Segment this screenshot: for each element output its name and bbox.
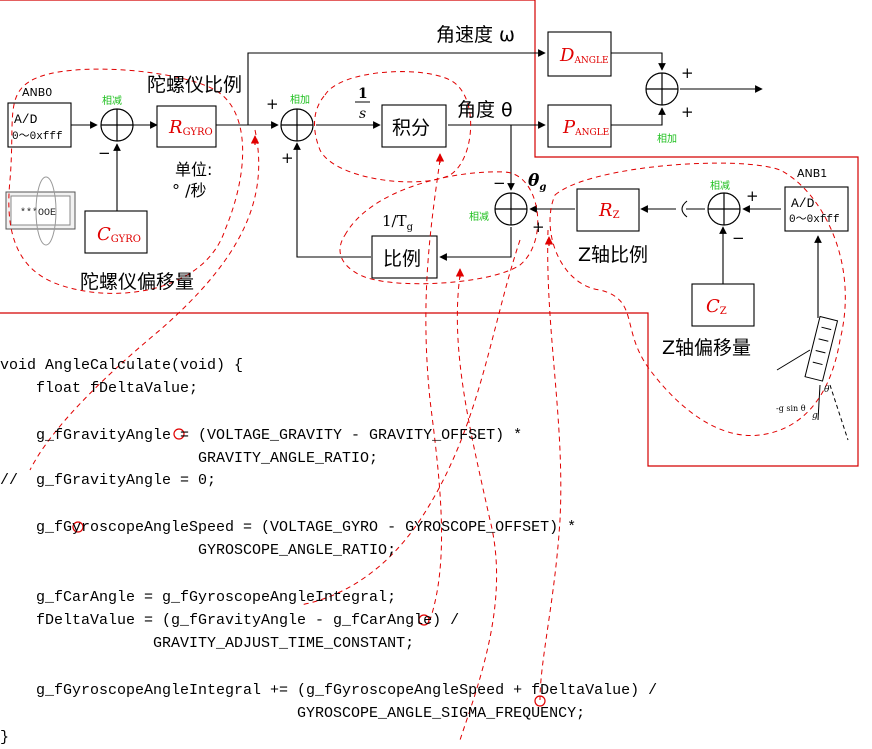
label-unit: 单位: — [175, 160, 212, 179]
code-line: g_fCarAngle = g_fGyroscopeAngleIntegral; — [0, 589, 396, 606]
label-frac-num: 1 — [358, 86, 368, 102]
code-line: GRAVITY_ANGLE_RATIO; — [0, 450, 378, 467]
label-ad-left: A/D — [14, 112, 38, 127]
label-unit-value: ° /秒 — [172, 181, 206, 200]
red-annotations — [8, 68, 846, 741]
left-region-border — [0, 0, 859, 467]
label-c-gyro: CGYRO — [97, 224, 141, 245]
label-minus-2: − — [493, 174, 506, 192]
label-angle: 角度 θ — [457, 99, 513, 121]
code-listing: void AngleCalculate(void) { float fDelta… — [0, 357, 657, 746]
signal-wires — [71, 49, 822, 318]
filter-arc — [681, 200, 688, 218]
label-z-offset: Z轴偏移量 — [662, 337, 751, 359]
label-r-gyro: RGYRO — [168, 117, 213, 138]
label-r-z: RZ — [598, 200, 620, 221]
red-arrowheads — [250, 135, 554, 278]
label-plus-6: + — [746, 187, 759, 205]
label-add-2: 相加 — [657, 132, 677, 145]
summing-junctions — [100, 72, 741, 226]
label-theta-g: θg — [528, 171, 546, 193]
label-ad-range-right: 0～0xfff — [789, 214, 840, 226]
label-add-1: 相加 — [290, 93, 310, 106]
label-theta-small: θ — [824, 385, 830, 395]
label-anb1: ANB1 — [797, 167, 827, 180]
label-plus-3: + — [681, 64, 694, 82]
label-subtract-2: 相减 — [469, 210, 489, 223]
label-minus-1: − — [98, 144, 111, 162]
code-line: g_fGyroscopeAngleSpeed = (VOLTAGE_GYRO -… — [0, 519, 576, 536]
red-annotation-circles — [72, 428, 546, 707]
label-g-small: g — [812, 411, 818, 421]
label-g-sin-theta: -g sin θ — [776, 404, 806, 413]
code-line: GYROSCOPE_ANGLE_SIGMA_FREQUENCY; — [0, 705, 585, 722]
code-line: GRAVITY_ADJUST_TIME_CONSTANT; — [0, 635, 414, 652]
label-p-angle: PANGLE — [562, 117, 609, 138]
code-line: // g_fGravityAngle = 0; — [0, 472, 216, 489]
label-gyro-offset: 陀螺仪偏移量 — [80, 271, 194, 293]
label-gyro-scale: 陀螺仪比例 — [147, 74, 242, 96]
label-integral: 积分 — [392, 117, 430, 139]
label-angular-velocity: 角速度 ω — [436, 24, 515, 46]
label-minus-3: − — [732, 229, 745, 247]
label-z-scale: Z轴比例 — [578, 244, 648, 266]
label-inv-tg: 1/Tg — [382, 212, 414, 233]
code-line: g_fGravityAngle = (VOLTAGE_GRAVITY - GRA… — [0, 427, 522, 444]
code-line: float fDeltaValue; — [0, 380, 198, 397]
label-subtract-3: 相减 — [710, 179, 730, 192]
label-c-z: CZ — [706, 296, 727, 317]
code-line: g_fGyroscopeAngleIntegral += (g_fGyrosco… — [0, 682, 657, 699]
accelerometer-icon — [776, 315, 849, 441]
label-anb0: ANB0 — [22, 86, 52, 99]
code-line: GYROSCOPE_ANGLE_RATIO; — [0, 542, 396, 559]
code-line: fDeltaValue = (g_fGravityAngle - g_fCarA… — [0, 612, 459, 629]
label-plus-1: + — [266, 95, 279, 113]
label-ad-range-left: 0～0xfff — [12, 131, 63, 143]
label-plus-2: + — [281, 149, 294, 167]
label-plus-4: + — [681, 103, 694, 121]
label-plus-5: + — [532, 218, 545, 236]
blocks — [7, 31, 849, 327]
code-line: } — [0, 729, 9, 746]
label-ratio: 比例 — [383, 248, 421, 270]
code-line: void AngleCalculate(void) { — [0, 357, 243, 374]
label-d-angle: DANGLE — [559, 45, 609, 66]
gyro-sensor-icon: ***OOE — [5, 176, 76, 246]
svg-text:***OOE: ***OOE — [20, 207, 56, 219]
label-ad-right: A/D — [791, 196, 815, 211]
label-frac-den: s — [359, 106, 366, 122]
label-subtract-1: 相减 — [102, 94, 122, 107]
